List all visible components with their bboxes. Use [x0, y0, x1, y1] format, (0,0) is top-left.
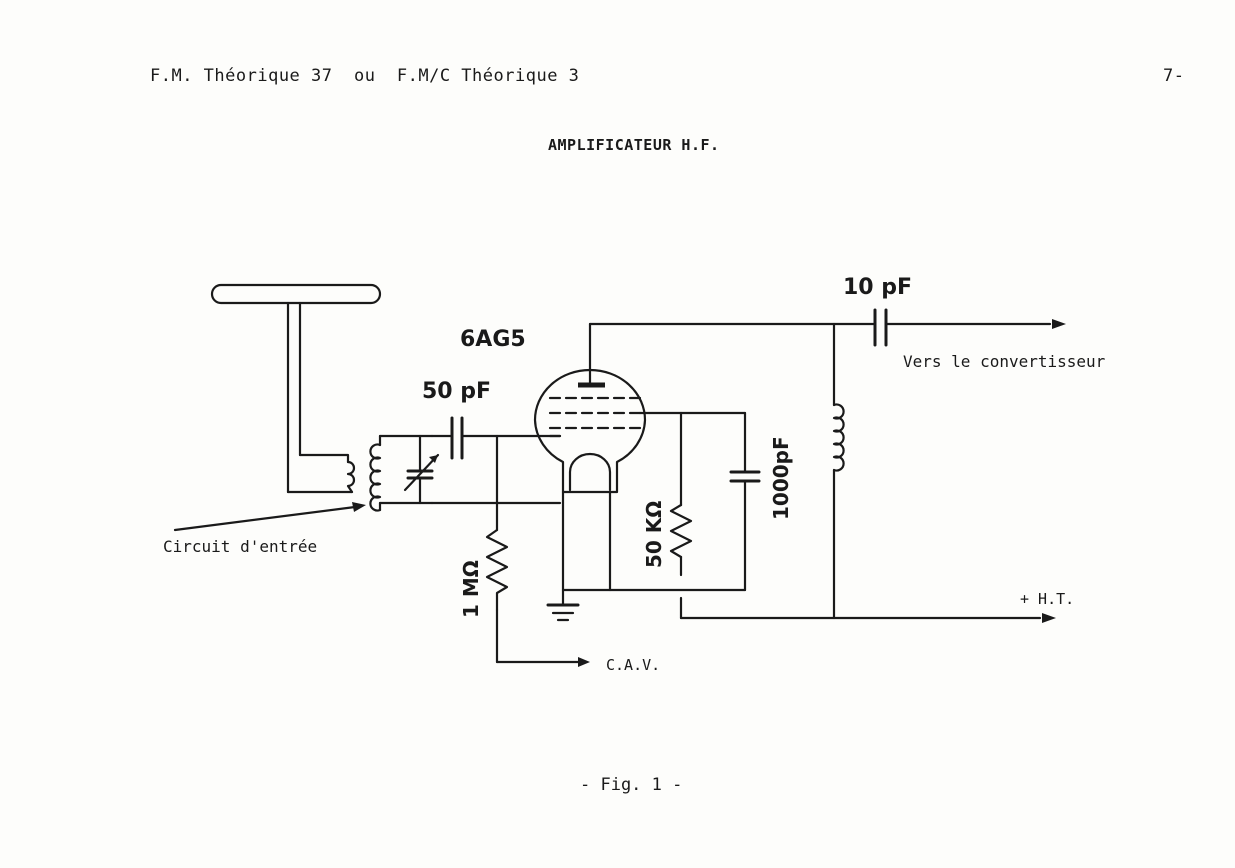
output-capacitor-label: 10 pF	[843, 275, 912, 300]
tube-label: 6AG5	[460, 327, 526, 352]
plate-circuit	[588, 308, 1066, 620]
figure-caption: - Fig. 1 -	[580, 775, 683, 795]
input-circuit-label: Circuit d'entrée	[163, 537, 317, 556]
ground-symbol	[546, 490, 747, 622]
input-arrow	[173, 502, 366, 532]
tuning-capacitor	[403, 434, 440, 505]
page-number: 7-	[1163, 66, 1185, 86]
input-coupling-capacitor	[430, 416, 562, 460]
antenna-symbol	[210, 283, 382, 494]
bypass-capacitor	[729, 411, 761, 592]
tube-6ag5	[533, 322, 747, 505]
grid-resistor-label: 1 MΩ	[459, 560, 483, 618]
screen-resistor	[669, 411, 1056, 623]
bypass-capacitor-label: 1000pF	[769, 436, 793, 520]
converter-label: Vers le convertisseur	[903, 352, 1106, 371]
screen-resistor-label: 50 KΩ	[642, 501, 666, 568]
ht-label: + H.T.	[1020, 590, 1074, 608]
figure-title: AMPLIFICATEUR H.F.	[548, 136, 720, 154]
cav-label: C.A.V.	[606, 656, 660, 674]
input-coil	[369, 434, 434, 512]
input-capacitor-label: 50 pF	[422, 379, 491, 404]
page-header: F.M. Théorique 37 ou F.M/C Théorique 3	[150, 66, 580, 86]
grid-resistor	[485, 501, 590, 667]
